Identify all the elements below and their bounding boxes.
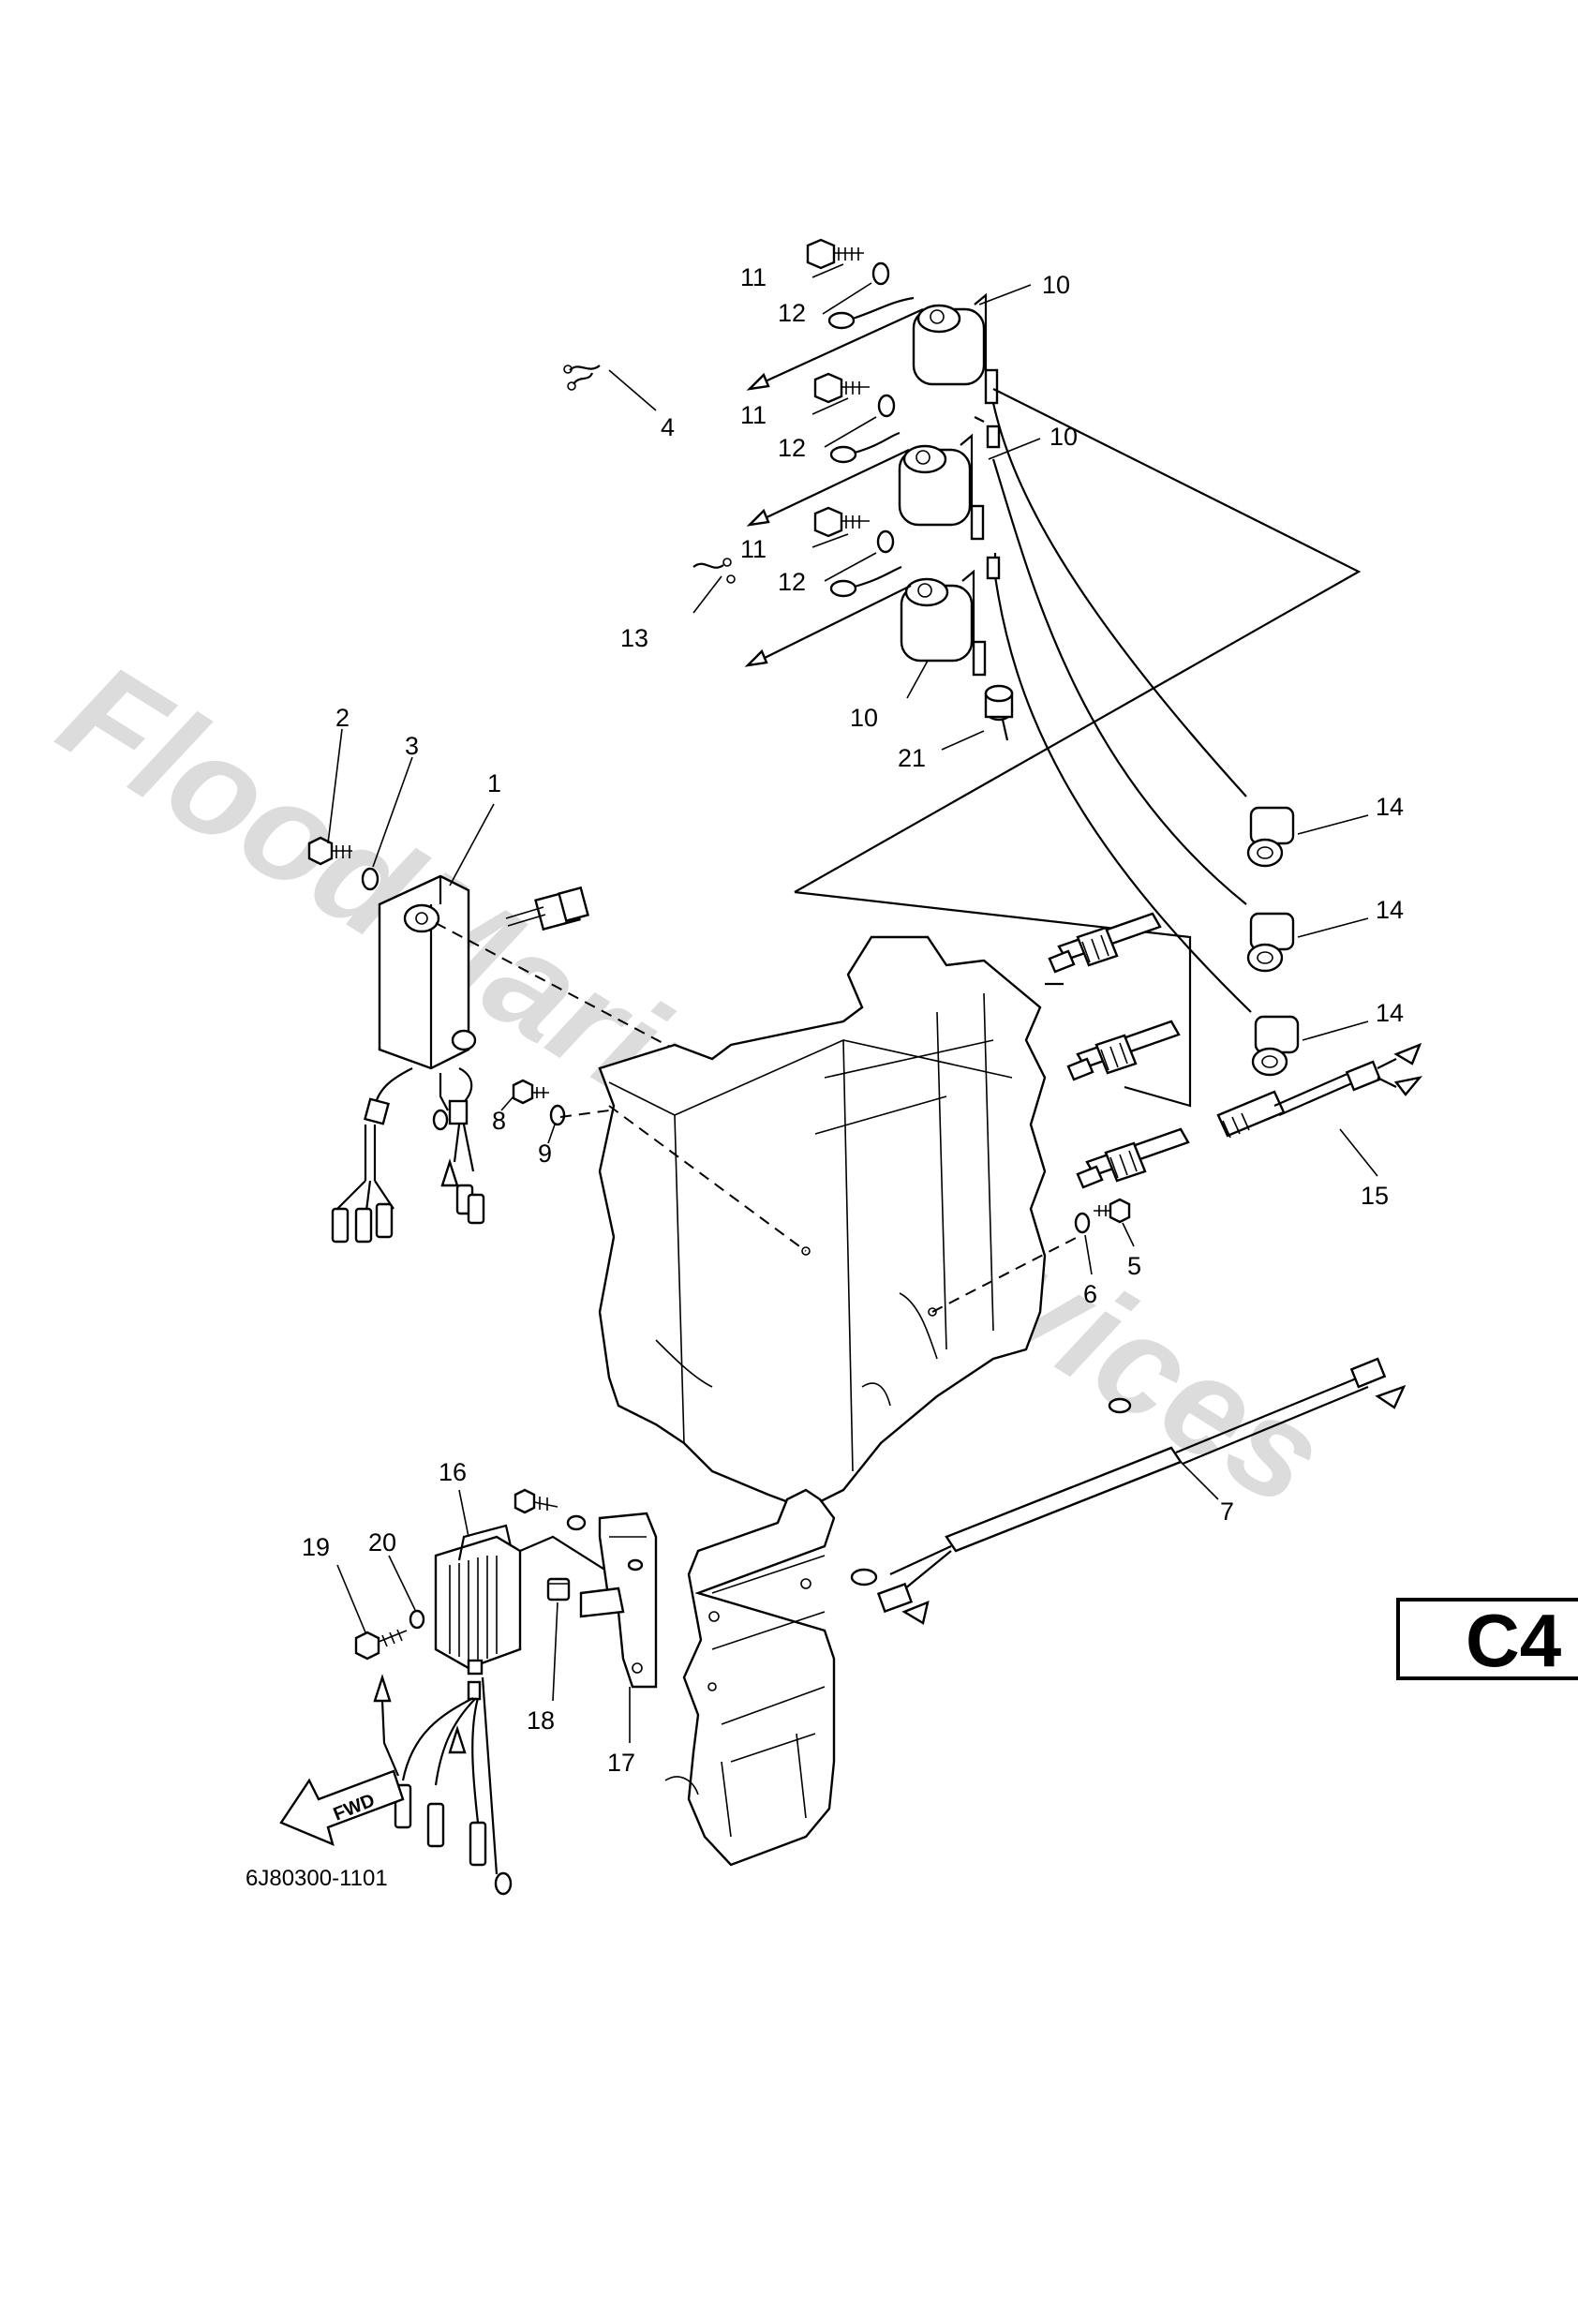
- powerhead-block: [598, 935, 1047, 1511]
- callout-14a: 14: [1376, 793, 1404, 821]
- callout-6: 6: [1083, 1280, 1097, 1308]
- bolt-5: [1094, 1198, 1131, 1224]
- callout-16: 16: [439, 1458, 467, 1486]
- ignition-coil-3: [900, 569, 987, 677]
- bolt-bracket: [514, 1488, 558, 1514]
- fwd-arrow: FWD: [279, 1769, 405, 1847]
- callout-8: 8: [492, 1107, 506, 1135]
- callout-13: 13: [620, 624, 648, 652]
- callout-10c: 10: [850, 704, 878, 732]
- bolt-8: [512, 1079, 549, 1105]
- callout-18: 18: [527, 1706, 555, 1735]
- page-label-box: C4: [1396, 1598, 1578, 1680]
- callout-2: 2: [335, 704, 350, 732]
- callout-4: 4: [661, 413, 675, 441]
- callout-12a: 12: [778, 299, 806, 327]
- electrical-mounting-plate: [664, 1488, 836, 1867]
- washer-12c: [876, 529, 895, 554]
- spark-plug-3: [1076, 1127, 1190, 1189]
- callout-5: 5: [1127, 1252, 1141, 1280]
- callout-15: 15: [1361, 1182, 1389, 1210]
- washer-12a: [871, 261, 890, 286]
- callout-10b: 10: [1050, 423, 1078, 451]
- callout-14b: 14: [1376, 896, 1404, 924]
- spark-plug-2: [1066, 1020, 1181, 1081]
- bolt-11c: [813, 506, 870, 538]
- bolt-2: [307, 836, 352, 866]
- cdi-unit-1: [331, 874, 589, 1244]
- drawing-code: 6J80300-1101: [246, 1866, 388, 1891]
- clip-4: [569, 365, 601, 385]
- callout-20: 20: [368, 1528, 396, 1557]
- plug-cap-14b: [1246, 912, 1295, 973]
- callout-3: 3: [405, 732, 419, 760]
- callout-12c: 12: [778, 568, 806, 596]
- clip-13: [692, 562, 724, 569]
- thermo-switch-15: [1216, 1042, 1423, 1139]
- plug-cap-14a: [1246, 806, 1295, 868]
- ignition-coil-2: [898, 433, 985, 541]
- callout-11a: 11: [740, 263, 767, 291]
- callout-labels: 11 12 10 4 11 12 10 11 12 13 10 21 2 3 1…: [302, 263, 1404, 1777]
- callout-11c: 11: [740, 535, 767, 563]
- callout-7: 7: [1220, 1497, 1234, 1526]
- nut-18: [546, 1577, 571, 1601]
- bracket-17: [579, 1512, 658, 1689]
- bolt-11a: [806, 238, 864, 270]
- ignition-coil-1: [912, 292, 999, 405]
- callout-19: 19: [302, 1533, 330, 1561]
- callout-10a: 10: [1042, 271, 1070, 299]
- spark-plug-1: [1048, 912, 1162, 974]
- callout-1: 1: [487, 769, 501, 797]
- bolt-19: [354, 1629, 408, 1661]
- washer-6: [1074, 1212, 1091, 1234]
- rectifier-regulator-16: [373, 1524, 643, 1896]
- washer-3: [361, 867, 380, 891]
- callout-12b: 12: [778, 434, 806, 462]
- washer-9: [549, 1104, 566, 1126]
- grommet-21: [984, 684, 1014, 741]
- washer-12b: [877, 394, 896, 418]
- callout-11b: 11: [740, 401, 767, 429]
- callout-9: 9: [538, 1140, 552, 1168]
- ignition-coil-group: [744, 238, 999, 677]
- callout-14c: 14: [1376, 999, 1404, 1027]
- callout-17: 17: [607, 1749, 635, 1777]
- callout-21: 21: [898, 744, 926, 772]
- washer-20: [409, 1609, 425, 1630]
- plug-cap-14c: [1251, 1015, 1300, 1077]
- page-label: C4: [1466, 1599, 1562, 1682]
- bolt-11b: [813, 372, 870, 404]
